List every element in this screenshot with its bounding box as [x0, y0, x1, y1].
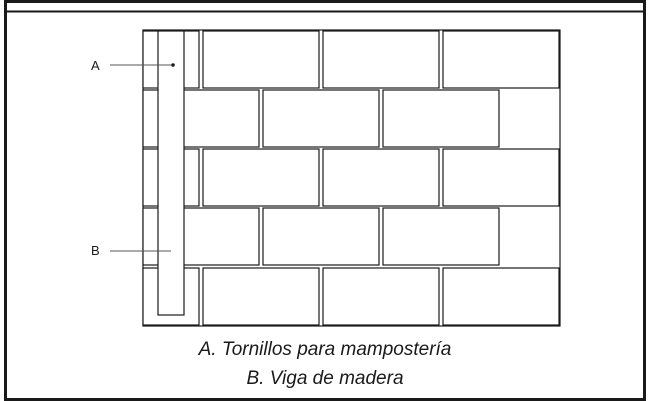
wood-beam — [157, 30, 185, 316]
brick — [262, 89, 380, 148]
brick-wall — [142, 30, 560, 326]
brick — [382, 89, 500, 148]
brick — [202, 148, 320, 207]
outer-border — [4, 0, 646, 401]
masonry-screw-dot — [171, 63, 175, 67]
brick — [442, 267, 560, 326]
callout-label-a: A — [91, 58, 100, 73]
brick — [202, 30, 320, 89]
brick — [442, 30, 560, 89]
brick — [322, 148, 440, 207]
brick — [322, 30, 440, 89]
legend-line-b: B. Viga de madera — [246, 368, 404, 389]
legend-line-a: A. Tornillos para mampostería — [198, 339, 452, 360]
brick — [322, 267, 440, 326]
callout-label-b: B — [91, 243, 100, 258]
brick — [262, 207, 380, 266]
brick — [442, 148, 560, 207]
brick — [202, 267, 320, 326]
brick — [382, 207, 500, 266]
